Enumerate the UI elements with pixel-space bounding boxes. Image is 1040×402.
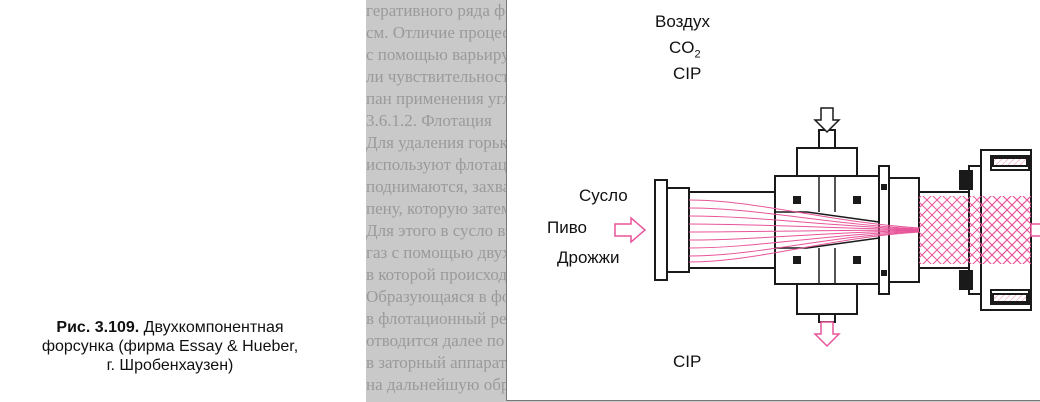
top-cap	[990, 155, 1030, 171]
nozzle-diagram	[614, 107, 1040, 348]
bottom-cap	[990, 289, 1030, 305]
label-cip-top: CIP	[673, 64, 702, 83]
background-text-line: 3.6.1.2. Флотация	[366, 111, 492, 130]
label-air: Воздух	[655, 12, 710, 31]
background-text-line: в заторный аппарат	[366, 353, 507, 372]
caption-number: Рис. 3.109.	[56, 319, 140, 336]
caption-text-line1: Двухкомпонентная	[143, 319, 284, 336]
caption-text-line3: г. Шробенхаузен)	[106, 357, 234, 374]
top-inlet-arrow	[813, 107, 841, 134]
label-cip-bottom: CIP	[673, 352, 702, 371]
diagram-panel: Воздух CO2 CIP Сусло Пиво Дрожжи CIP	[506, 0, 1040, 401]
bottom-outlet-arrow	[813, 321, 841, 348]
label-beer: Пиво	[547, 218, 588, 237]
outlet-arrow	[1030, 223, 1040, 237]
label-yeast: Дрожжи	[557, 248, 620, 267]
inlet-arrow	[614, 216, 647, 244]
flow-lines	[688, 199, 920, 263]
figure-caption: Рис. 3.109. Двухкомпонентная форсунка (ф…	[0, 318, 340, 375]
bolts	[793, 170, 973, 290]
figure-area: геративного ряда ферментов, жизнеспособн…	[366, 0, 1040, 402]
label-co2: CO2	[669, 38, 701, 61]
label-wort: Сусло	[579, 186, 628, 205]
caption-text-line2: форсунка (фирма Essay & Hueber,	[41, 338, 299, 355]
